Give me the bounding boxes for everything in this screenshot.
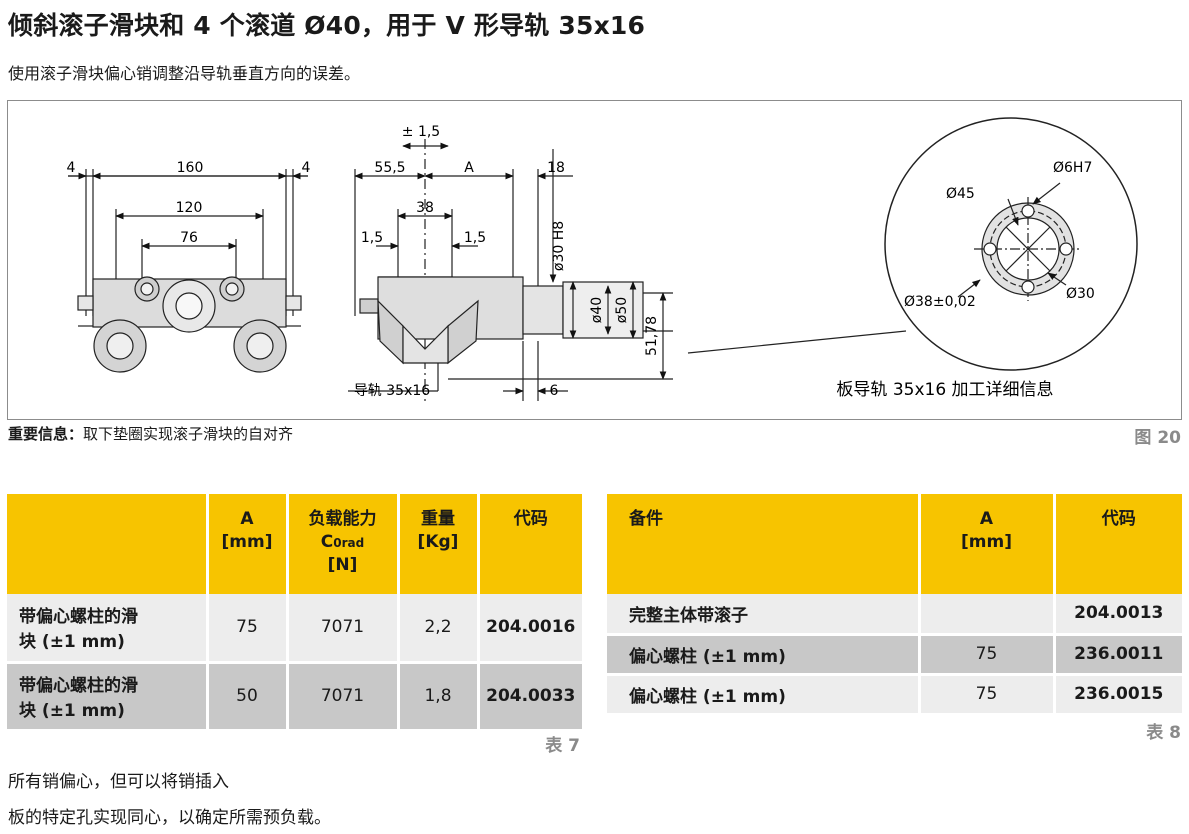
dim-5178: 51,78: [644, 316, 660, 356]
row-code: 204.0016: [478, 594, 582, 664]
dim-160: 160: [177, 160, 204, 176]
table-row: 偏心螺柱 (±1 mm) 75 236.0015: [607, 674, 1182, 716]
table-header-row: 备件 A[mm] 代码: [607, 494, 1182, 594]
row-code: 204.0013: [1054, 594, 1182, 636]
detail-label: 板导轨 35x16 加工详细信息: [836, 380, 1053, 400]
table-row: 带偏心螺柱的滑块 (±1 mm) 75 7071 2,2 204.0016: [7, 594, 582, 664]
dim-30: Ø30: [1066, 286, 1095, 302]
note-label: 重要信息：: [8, 425, 84, 443]
front-view: [68, 169, 308, 373]
row-load: 7071: [287, 594, 400, 664]
dim-6h7: Ø6H7: [1053, 160, 1092, 176]
table-number-8: 表 8: [1146, 723, 1181, 743]
figure-number: 图 20: [1134, 428, 1181, 448]
dim-A: A: [464, 160, 474, 176]
page-subtitle: 使用滚子滑块偏心销调整沿导轨垂直方向的误差。: [8, 64, 361, 83]
header-description: [7, 494, 209, 594]
row-weight: 1,8: [398, 662, 480, 732]
dim-15-left: 1,5: [361, 230, 383, 246]
dim-76: 76: [180, 230, 198, 246]
row-a: 75: [207, 594, 289, 664]
header-a: A[mm]: [207, 494, 289, 594]
table-row: 偏心螺柱 (±1 mm) 75 236.0011: [607, 634, 1182, 676]
dim-40: ø40: [589, 297, 605, 323]
technical-drawing: 4 160 4 120 76: [7, 100, 1182, 420]
dim-pm15: ± 1,5: [402, 124, 440, 140]
dim-45: Ø45: [946, 186, 975, 202]
dim-4-left: 4: [67, 160, 76, 176]
header-code: 代码: [1054, 494, 1182, 594]
page-title: 倾斜滚子滑块和 4 个滚道 Ø40，用于 V 形导轨 35x16: [8, 11, 646, 40]
body-text-line-2: 板的特定孔实现同心，以确定所需预负载。: [8, 808, 331, 828]
row-description: 偏心螺柱 (±1 mm): [607, 674, 921, 716]
row-description: 完整主体带滚子: [607, 594, 921, 636]
row-a: 75: [919, 634, 1056, 676]
side-view: [348, 139, 673, 401]
dim-38: 38: [416, 200, 434, 216]
dim-50: ø50: [614, 297, 630, 323]
detail-view: [884, 117, 1138, 371]
dim-4-right: 4: [302, 160, 311, 176]
note-text: 取下垫圈实现滚子滑块的自对齐: [83, 425, 294, 443]
table-row: 完整主体带滚子 204.0013: [607, 594, 1182, 636]
dim-18: 18: [547, 160, 565, 176]
row-description: 带偏心螺柱的滑块 (±1 mm): [7, 594, 209, 664]
row-code: 236.0011: [1054, 634, 1182, 676]
header-a: A[mm]: [919, 494, 1056, 594]
header-code: 代码: [478, 494, 582, 594]
rail-label: 导轨 35x16: [354, 383, 430, 399]
spare-parts-table: 备件 A[mm] 代码 完整主体带滚子 204.0013 偏心螺柱 (±1 mm…: [607, 494, 1182, 716]
table-row: 带偏心螺柱的滑块 (±1 mm) 50 7071 1,8 204.0033: [7, 662, 582, 732]
row-weight: 2,2: [398, 594, 480, 664]
dim-30h8: ø30 H8: [551, 221, 567, 271]
drawing-canvas: 4 160 4 120 76: [67, 117, 1138, 401]
row-code: 204.0033: [478, 662, 582, 732]
row-load: 7071: [287, 662, 400, 732]
dim-6: 6: [550, 383, 559, 399]
dim-555: 55,5: [374, 160, 405, 176]
row-description: 偏心螺柱 (±1 mm): [607, 634, 921, 676]
table-number-7: 表 7: [545, 736, 580, 756]
important-note: 重要信息：取下垫圈实现滚子滑块的自对齐: [8, 423, 293, 444]
dim-15-right: 1,5: [464, 230, 486, 246]
row-description: 带偏心螺柱的滑块 (±1 mm): [7, 662, 209, 732]
header-spare-parts: 备件: [607, 494, 921, 594]
header-weight: 重量[Kg]: [398, 494, 480, 594]
dim-120: 120: [176, 200, 203, 216]
body-text-line-1: 所有销偏心，但可以将销插入: [8, 772, 229, 792]
row-a: 50: [207, 662, 289, 732]
dim-38tol: Ø38±0,02: [904, 294, 976, 310]
row-a: 75: [919, 674, 1056, 716]
row-a: [919, 594, 1056, 636]
row-code: 236.0015: [1054, 674, 1182, 716]
